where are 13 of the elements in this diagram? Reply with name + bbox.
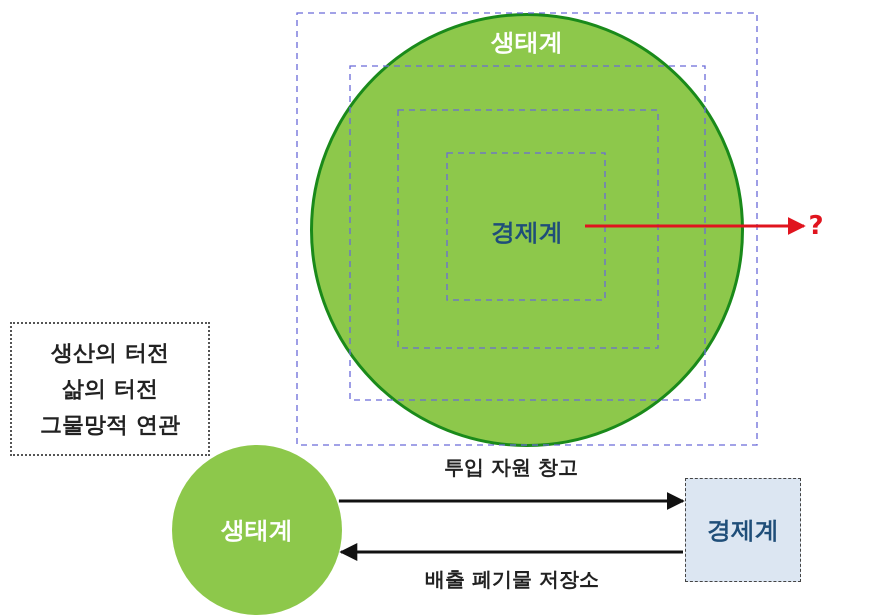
circle-title: 생태계 [491,27,563,58]
question-mark: ? [806,208,826,244]
node-label: 경제계 [468,215,586,249]
note-line: 삶의 터전 [62,376,158,404]
arrow [339,543,683,561]
note-box [10,322,210,456]
arrow [338,492,685,510]
circle-label: 생태계 [221,515,293,546]
process-box [685,478,801,582]
note-line: 그물망적 연관 [40,412,180,440]
box-label: 경제계 [707,515,779,546]
note-line: 생산의 터전 [51,340,169,368]
arrow [585,217,806,235]
